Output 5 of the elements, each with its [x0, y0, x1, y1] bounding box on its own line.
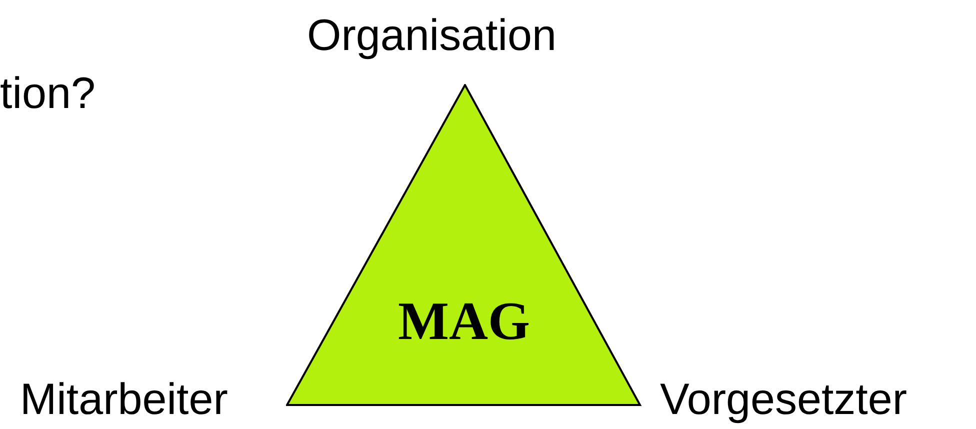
- corner-label: Organisation: [307, 14, 556, 58]
- triangle-label: MAG: [397, 294, 531, 348]
- corner-label: Vorgesetzter: [660, 378, 908, 422]
- question-text: tion?: [0, 72, 96, 116]
- corner-label: Mitarbeiter: [20, 378, 228, 422]
